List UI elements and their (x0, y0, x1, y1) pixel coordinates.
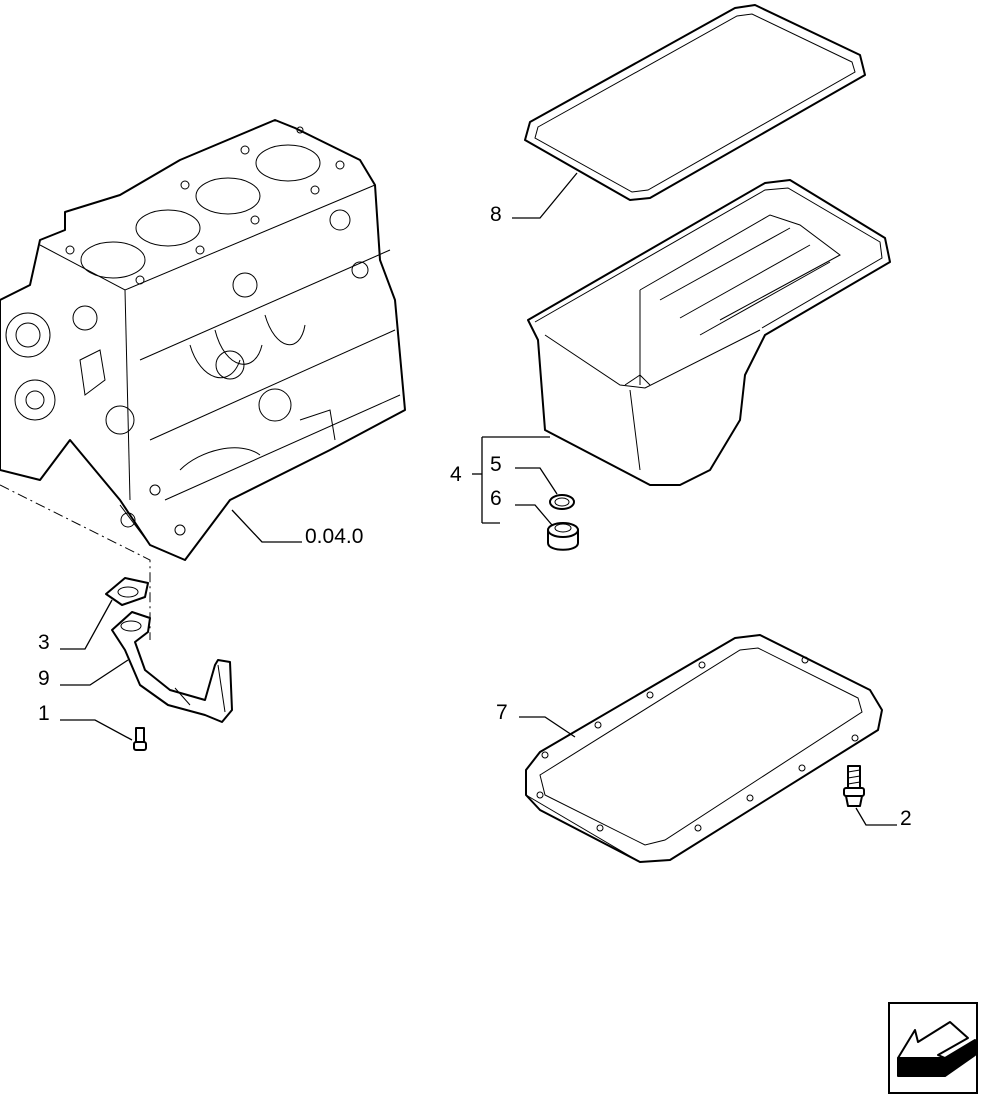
upper-oil-pan (527, 179, 891, 486)
callout-item-3: 3 (38, 631, 50, 654)
callout-item-6: 6 (490, 487, 502, 510)
callout-item-9: 9 (38, 667, 50, 690)
pan-bolt (843, 765, 865, 807)
pickup-bolt (133, 727, 147, 751)
pan-gasket (524, 4, 866, 201)
callout-item-2: 2 (900, 807, 912, 830)
pickup-gasket (105, 577, 149, 606)
callout-item-8: 8 (490, 203, 502, 226)
callout-block-ref: 0.04.0 (305, 525, 363, 548)
callout-item-5: 5 (490, 453, 502, 476)
previous-page-arrow-icon[interactable] (888, 1002, 978, 1094)
callout-item-4: 4 (450, 463, 462, 486)
engine-block (0, 119, 406, 561)
drain-seal-ring (549, 494, 575, 510)
callout-item-7: 7 (496, 701, 508, 724)
lower-oil-pan-plate (525, 634, 883, 863)
drain-plug (547, 522, 579, 551)
callout-item-1: 1 (38, 702, 50, 725)
oil-pickup-tube (111, 611, 233, 723)
